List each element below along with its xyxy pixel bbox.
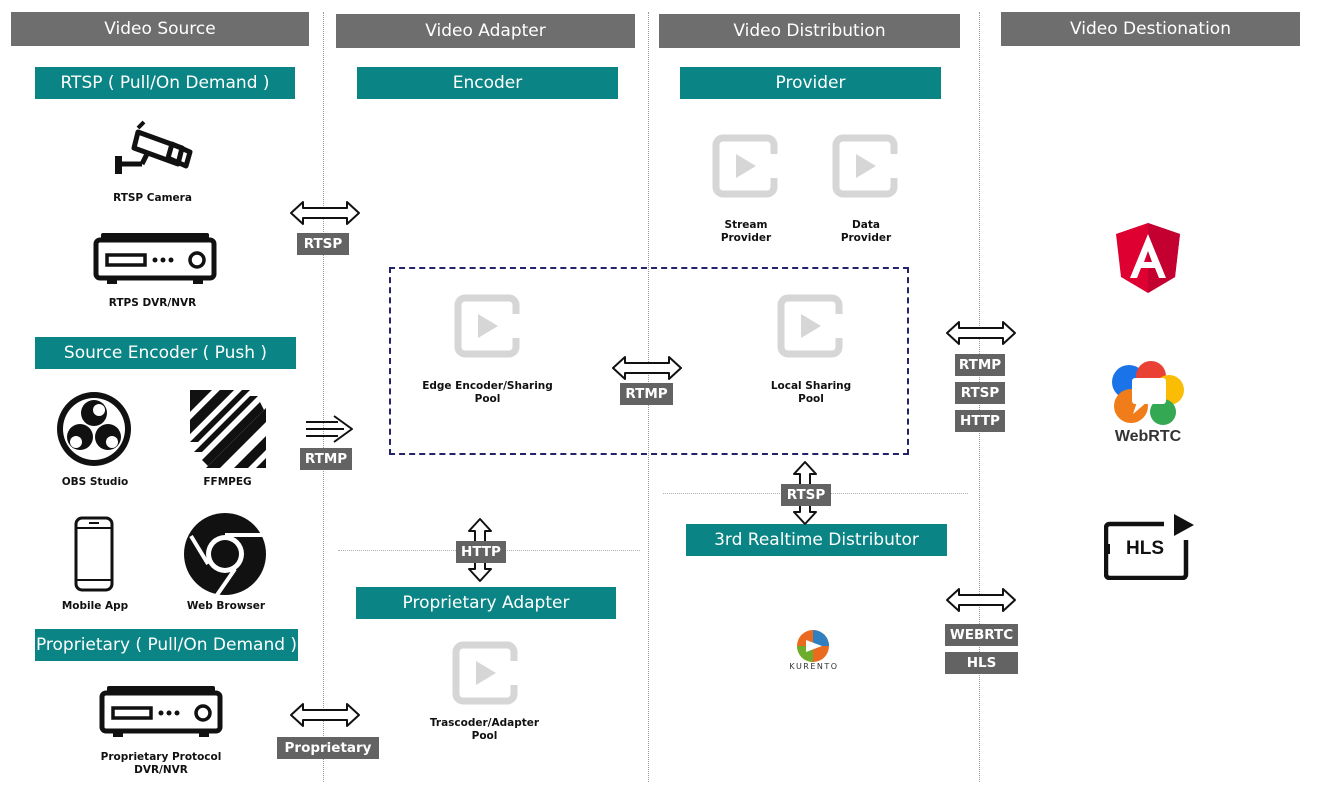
tag-http-adapter: HTTP xyxy=(456,541,506,563)
hls-logo-icon xyxy=(1104,514,1194,580)
section-source-encoder: Source Encoder ( Push ) xyxy=(35,337,296,369)
label-edge-encoder: Edge Encoder/Sharing Pool xyxy=(422,380,553,405)
bidirectional-arrow-icon xyxy=(612,356,682,380)
label-obs-studio: OBS Studio xyxy=(61,476,129,488)
label-data-provider: Data Provider xyxy=(840,219,892,244)
chrome-logo-icon xyxy=(184,513,266,596)
section-proprietary: Proprietary ( Pull/On Demand ) xyxy=(35,629,298,661)
section-proprietary-adapter: Proprietary Adapter xyxy=(356,587,616,619)
section-encoder: Encoder xyxy=(357,67,618,99)
tag-dest-http: HTTP xyxy=(955,410,1005,432)
label-kurento: KURENTO xyxy=(789,662,839,671)
trascoder-play-icon xyxy=(452,641,518,705)
tag-dest-rtsp: RTSP xyxy=(955,382,1005,404)
label-proprietary-dvr: Proprietary Protocol DVR/NVR xyxy=(100,751,222,776)
section-third-distributor: 3rd Realtime Distributor xyxy=(686,524,947,556)
column-header-destination: Video Destionation xyxy=(1001,12,1300,46)
tag-dest-webrtc: WEBRTC xyxy=(945,624,1018,646)
tag-rtmp-source: RTMP xyxy=(300,448,352,470)
local-sharing-play-icon xyxy=(777,294,843,358)
tag-proprietary: Proprietary xyxy=(277,737,379,759)
angular-logo-icon xyxy=(1116,223,1180,293)
section-rtsp: RTSP ( Pull/On Demand ) xyxy=(35,67,295,99)
webrtc-logo-icon xyxy=(1112,361,1184,425)
label-trascoder: Trascoder/Adapter Pool xyxy=(429,717,540,742)
sharing-pool-boundary xyxy=(389,267,909,455)
column-header-distribution: Video Distribution xyxy=(659,14,960,48)
label-hls: HLS xyxy=(1126,538,1164,559)
dvr-device-icon xyxy=(99,686,223,737)
bidirectional-arrow-icon xyxy=(290,703,360,727)
mobile-phone-icon xyxy=(74,516,114,592)
column-header-adapter: Video Adapter xyxy=(336,14,635,48)
stream-provider-play-icon xyxy=(712,134,778,198)
kurento-logo-icon xyxy=(797,630,829,662)
tag-rtmp-middle: RTMP xyxy=(620,383,673,405)
column-header-source: Video Source xyxy=(11,12,309,46)
obs-studio-logo-icon xyxy=(57,392,131,466)
label-rtsp-camera: RTSP Camera xyxy=(113,192,192,204)
label-stream-provider: Stream Provider xyxy=(720,219,772,244)
bidirectional-arrow-icon xyxy=(290,201,360,225)
tag-rtsp-source: RTSP xyxy=(297,233,349,255)
cctv-camera-icon xyxy=(115,120,193,174)
label-web-browser: Web Browser xyxy=(186,600,266,612)
section-provider: Provider xyxy=(680,67,941,99)
label-webrtc: WebRTC xyxy=(1114,428,1182,445)
label-local-sharing: Local Sharing Pool xyxy=(770,380,852,405)
label-mobile-app: Mobile App xyxy=(61,600,129,612)
ffmpeg-logo-icon xyxy=(190,390,266,468)
label-ffmpeg: FFMPEG xyxy=(203,476,252,488)
edge-encoder-play-icon xyxy=(454,294,520,358)
label-rtps-dvr: RTPS DVR/NVR xyxy=(108,297,197,309)
tag-rtsp-distributor: RTSP xyxy=(781,484,831,506)
one-way-arrow-icon xyxy=(306,415,353,443)
dvr-device-icon xyxy=(93,233,217,284)
column-divider xyxy=(323,12,324,782)
bidirectional-arrow-icon xyxy=(946,588,1016,612)
tag-dest-rtmp: RTMP xyxy=(955,354,1005,376)
bidirectional-arrow-icon xyxy=(946,321,1016,345)
tag-dest-hls: HLS xyxy=(945,652,1018,674)
data-provider-play-icon xyxy=(832,134,898,198)
